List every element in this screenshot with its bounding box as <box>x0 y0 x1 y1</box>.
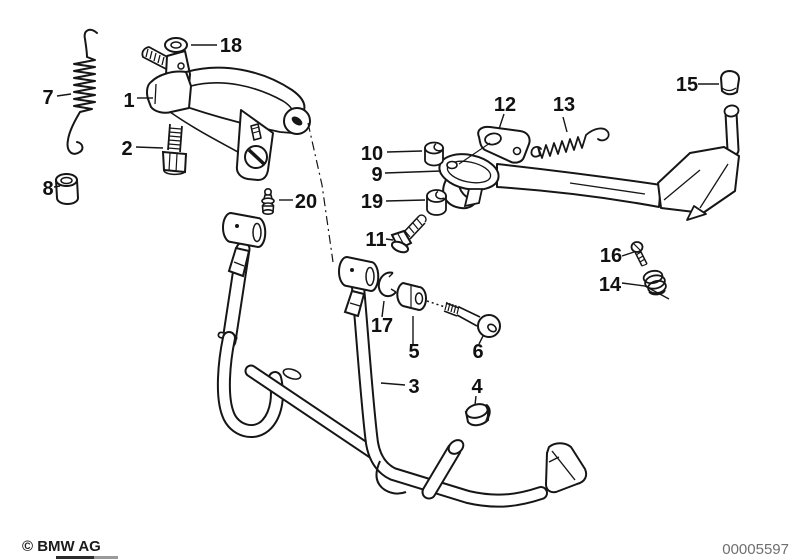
scan-artifact-bar <box>56 556 94 559</box>
part-label-3: 3 <box>408 376 419 398</box>
center-stand-right-pivot-tube <box>338 255 380 318</box>
part-label-4: 4 <box>471 376 483 398</box>
side-stand-foot-blade <box>657 146 740 214</box>
part-label-5: 5 <box>408 341 419 363</box>
part-7-return-spring <box>66 28 98 155</box>
part-label-9: 9 <box>371 164 382 186</box>
part-label-19: 19 <box>361 191 383 213</box>
part-20-grease-nipple <box>261 188 275 216</box>
part-label-18: 18 <box>220 35 242 57</box>
part-2-hex-bolt <box>161 123 188 176</box>
part-label-16: 16 <box>600 245 622 267</box>
part-label-6: 6 <box>472 341 483 363</box>
side-stand-assembly <box>438 104 740 221</box>
part-10-stop-cap <box>424 141 444 167</box>
part-label-2: 2 <box>121 138 132 160</box>
image-number: 00005597 <box>722 541 789 558</box>
part-label-17: 17 <box>371 315 393 337</box>
part-12-holder-plate <box>477 125 531 164</box>
part-19-bushing <box>426 189 447 216</box>
part-1-bracket <box>141 46 311 181</box>
part-3-center-stand <box>216 211 588 508</box>
part-label-12: 12 <box>494 94 516 116</box>
bushing-bolt-axis-dotted <box>426 300 446 308</box>
assembly-axis-line <box>307 122 334 263</box>
part-16-screw <box>630 241 648 267</box>
part-14-spring-washer <box>642 269 667 296</box>
part-5-bushing <box>396 281 427 312</box>
part-label-20: 20 <box>295 191 317 213</box>
part-label-13: 13 <box>553 94 575 116</box>
scan-artifact-bar-light <box>94 556 118 559</box>
part-label-7: 7 <box>42 87 53 109</box>
part-label-10: 10 <box>361 143 383 165</box>
side-stand-lever <box>496 163 662 208</box>
part-9-pivot-housing <box>438 153 500 210</box>
part-label-8: 8 <box>42 178 53 200</box>
part-label-11: 11 <box>365 229 386 251</box>
part-label-15: 15 <box>676 74 698 96</box>
part-17-circlip <box>377 271 397 298</box>
copyright-text: © BMW AG <box>22 538 101 555</box>
part-label-14: 14 <box>599 274 622 296</box>
part-number-labels: 7 8 1 2 18 20 12 13 15 10 9 19 11 16 14 … <box>42 35 698 398</box>
part-6-eye-bolt <box>443 301 501 338</box>
part-13-tension-spring <box>530 127 610 159</box>
plate-to-pivot-line <box>458 142 491 165</box>
part-8-bushing <box>54 173 80 205</box>
part-15-cap <box>720 70 740 96</box>
center-stand-left-pivot-tube <box>222 211 267 278</box>
leader-lines <box>53 44 719 406</box>
part-18-washer <box>164 37 188 53</box>
part-label-1: 1 <box>123 90 134 112</box>
part-11-bolt <box>390 214 427 254</box>
part-4-rubber-buffer <box>464 403 491 427</box>
